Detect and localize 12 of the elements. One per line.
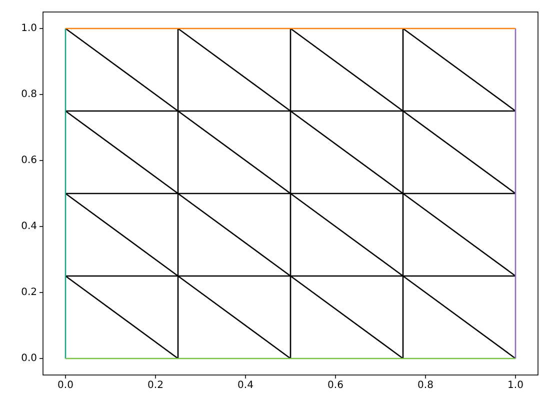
tick-label: 0.8 [418, 380, 434, 392]
tick-label: 0.0 [58, 380, 74, 392]
tick-label: 0.0 [21, 352, 37, 364]
tick-label: 0.6 [21, 154, 37, 166]
tick-label: 1.0 [508, 380, 524, 392]
tick-label: 0.2 [21, 286, 37, 298]
tick-label: 1.0 [21, 22, 37, 34]
tick-label: 0.4 [21, 220, 37, 232]
tick-label: 0.2 [148, 380, 164, 392]
tick-label: 0.6 [328, 380, 344, 392]
tick-label: 0.4 [238, 380, 254, 392]
tick-label: 0.8 [21, 88, 37, 100]
